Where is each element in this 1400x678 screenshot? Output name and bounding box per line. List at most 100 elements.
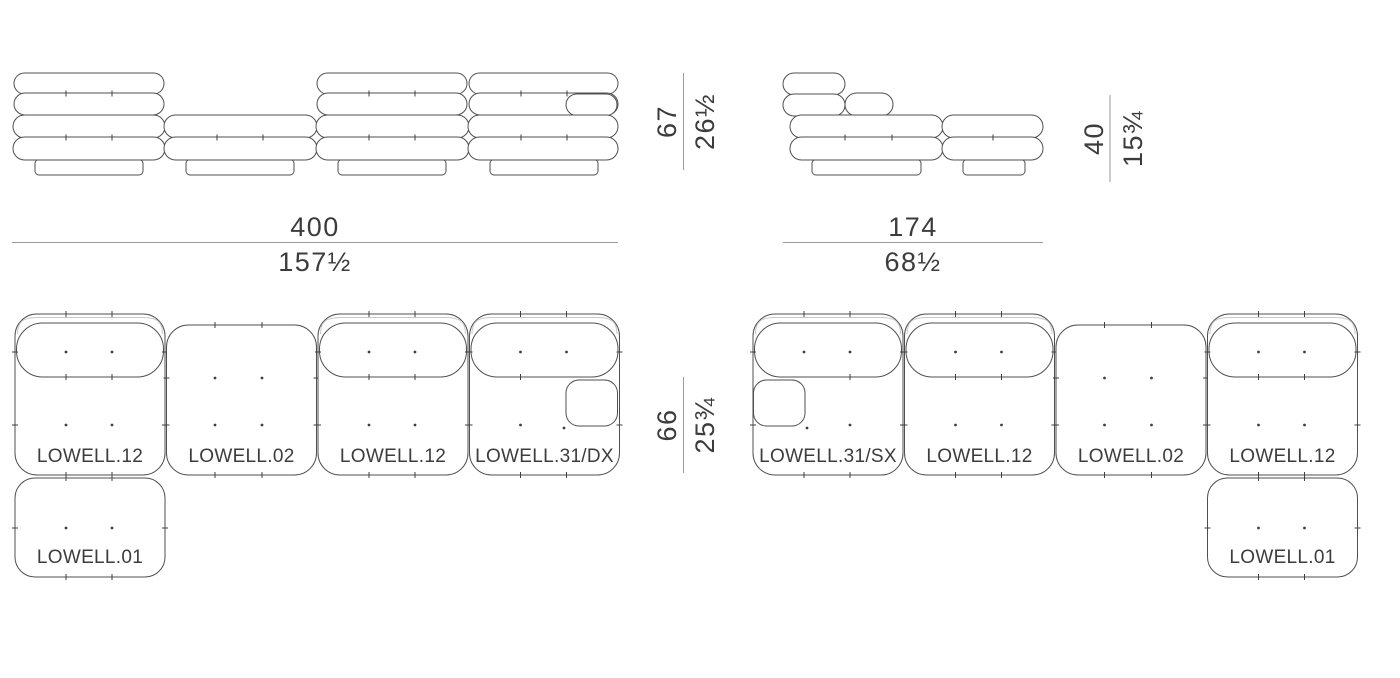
tufting-dots: [1257, 350, 1306, 427]
elevation-left-height-in: 26½: [690, 93, 720, 150]
base-outline: [185, 159, 295, 176]
plan-right-view: LOWELL.31/SX LOWELL.12 LOWELL.02: [750, 311, 1361, 580]
plan-left-module-2: LOWELL.02: [163, 322, 320, 478]
seat-pill-top: [12, 114, 166, 139]
plan-depth-in: 25¾: [690, 396, 720, 453]
seam-ticks: [466, 311, 623, 478]
seat-pill-top: [163, 114, 318, 139]
back-small-pill: [844, 92, 894, 117]
elevation-module-lowell31dx: [467, 72, 619, 176]
plan-left-module-4: LOWELL.31/DX: [466, 311, 623, 478]
seam-ticks: [1204, 475, 1361, 580]
tufting-dots: [64, 526, 114, 530]
back-pill-bottom: [13, 92, 165, 116]
rear-cushion-line: [320, 317, 466, 335]
tufting-dots: [367, 350, 417, 427]
plan-right-module-4: LOWELL.12: [1204, 311, 1361, 478]
tufting-dots: [1257, 526, 1306, 530]
seam-ticks: [65, 90, 568, 141]
module-label: LOWELL.02: [188, 446, 294, 467]
elevation-right-width-cm: 174: [888, 212, 938, 242]
module-outline: [1055, 324, 1207, 476]
plan-depth-cm: 66: [652, 408, 682, 441]
seat-pill-bottom: [467, 136, 619, 161]
elevation-right-width-dim: 174 68½: [783, 212, 1043, 277]
armrest-cushion: [565, 379, 618, 427]
seat-pill-top: [789, 114, 944, 139]
seat-pill-top: [467, 114, 619, 139]
elevation-left-width-in: 157½: [278, 247, 352, 277]
elevation-arm-stack: [782, 72, 894, 117]
seat-pill-bottom: [12, 136, 166, 161]
base-outline: [34, 159, 144, 176]
plan-right-module-3: LOWELL.02: [1053, 322, 1209, 478]
back-pill-bottom: [316, 92, 468, 116]
plan-right-module-1: LOWELL.31/SX: [750, 311, 906, 478]
elevation-ottoman-module: [941, 114, 1044, 176]
seam-ticks: [901, 311, 1058, 478]
base-outline: [811, 159, 922, 176]
elevation-left-width-dim: 400 157½: [12, 212, 618, 277]
plan-left-module-1: LOWELL.12: [12, 311, 168, 478]
elevation-chaise-module: [789, 114, 944, 176]
base-outline: [337, 159, 447, 176]
module-label: LOWELL.12: [1229, 446, 1335, 467]
elevation-left-view: 400 157½ 67 26½: [12, 72, 720, 277]
tufting-dots: [1103, 376, 1153, 427]
tufting-dots: [64, 350, 114, 427]
arm-pill-top: [782, 72, 846, 96]
elevation-left-height-cm: 67: [652, 105, 682, 138]
plan-left-module-3: LOWELL.12: [315, 311, 471, 478]
seam-ticks: [1053, 322, 1209, 478]
rear-cushion-line: [471, 317, 618, 335]
module-label: LOWELL.01: [37, 547, 143, 568]
backrest-cushion: [1208, 322, 1357, 378]
module-outline: [166, 324, 317, 476]
backrest-cushion: [905, 322, 1054, 378]
armrest-cushion: [753, 379, 806, 427]
seam-ticks: [163, 322, 320, 478]
tufting-dots: [213, 376, 264, 427]
rear-cushion-line: [1209, 317, 1356, 335]
module-label: LOWELL.12: [926, 446, 1032, 467]
elevation-left-height-dim: 67 26½: [652, 73, 720, 170]
rear-cushion-line: [906, 317, 1053, 335]
backrest-cushion: [470, 322, 619, 378]
module-label: LOWELL.31/SX: [759, 446, 897, 467]
arm-pill-bottom: [782, 93, 846, 117]
plan-left-view: LOWELL.12 LOWELL.02 LOWELL.12: [12, 311, 720, 580]
plan-left-ottoman: LOWELL.01: [12, 475, 168, 580]
plan-depth-dim: 66 25¾: [652, 377, 720, 473]
elevation-right-width-in: 68½: [884, 247, 941, 277]
rear-cushion-line: [17, 317, 163, 335]
backrest-cushion: [16, 322, 164, 378]
elevation-right-height-in: 15¾: [1118, 110, 1148, 167]
elevation-module-lowell12-2: [315, 72, 470, 176]
seat-pill-bottom: [163, 136, 318, 161]
seat-pill-bottom: [789, 136, 944, 161]
back-pill-top: [468, 72, 619, 95]
elevation-left-width-cm: 400: [290, 212, 340, 242]
seam-ticks: [844, 134, 994, 141]
back-pill-top: [13, 72, 165, 95]
module-label: LOWELL.01: [1229, 547, 1335, 568]
elevation-right-view: 174 68½ 40 15¾: [782, 72, 1148, 277]
module-label: LOWELL.02: [1078, 446, 1184, 467]
backrest-cushion: [319, 322, 467, 378]
backrest-cushion: [754, 322, 902, 378]
arm-pill: [565, 93, 618, 116]
back-pill-top: [316, 72, 468, 95]
seam-ticks: [12, 475, 168, 580]
plan-right-ottoman: LOWELL.01: [1204, 475, 1361, 580]
module-label: LOWELL.31/DX: [475, 446, 614, 467]
base-outline: [489, 159, 599, 176]
plan-right-module-2: LOWELL.12: [901, 311, 1058, 478]
tufting-dots: [802, 350, 852, 430]
elevation-right-height-cm: 40: [1079, 122, 1109, 155]
module-label: LOWELL.12: [340, 446, 446, 467]
base-outline: [962, 159, 1026, 176]
tufting-dots: [954, 350, 1003, 427]
module-label: LOWELL.12: [37, 446, 143, 467]
